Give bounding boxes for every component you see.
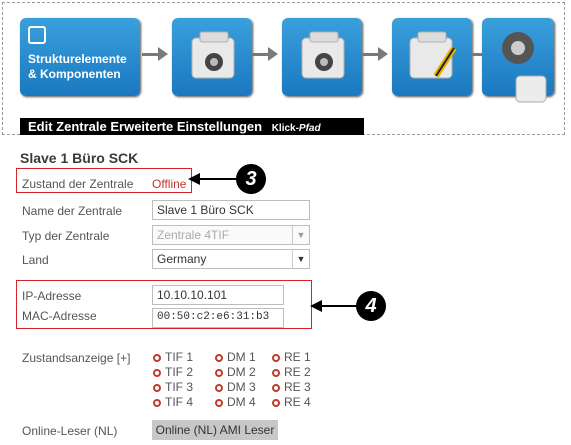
status-badge: Offline <box>152 177 187 191</box>
typ-select-value: Zentrale 4TIF <box>157 228 230 242</box>
highlight-box-network <box>16 280 312 329</box>
edit-device-icon <box>409 31 457 79</box>
status-ring-icon <box>272 369 280 377</box>
status-indicator: RE 4 <box>272 395 311 409</box>
banner-title: Edit Zentrale Erweiterte Einstellungen <box>28 119 263 134</box>
step-settings[interactable] <box>482 18 554 103</box>
step-device-gear[interactable] <box>172 18 252 96</box>
arrow-line <box>362 53 378 56</box>
step-strukturelemente[interactable]: Strukturelemente & Komponenten <box>20 18 140 96</box>
mac-input[interactable]: 00:50:c2:e6:31:b3 <box>152 308 284 328</box>
status-indicator-label: TIF 1 <box>165 350 194 364</box>
status-indicator-label: DM 2 <box>227 365 256 379</box>
land-label: Land <box>22 253 49 267</box>
chevron-down-icon: ▼ <box>292 250 309 268</box>
status-ring-icon <box>215 369 223 377</box>
arrow-line <box>252 53 268 56</box>
status-ring-icon <box>153 369 161 377</box>
gear-device-icon <box>191 31 235 79</box>
land-select-value: Germany <box>157 252 207 266</box>
status-ring-icon <box>153 354 161 362</box>
status-indicator-label: RE 3 <box>284 380 311 394</box>
status-indicator: TIF 3 <box>153 380 193 394</box>
status-indicator-label: RE 2 <box>284 365 311 379</box>
settings-gear-icon <box>502 32 547 103</box>
status-indicator-label: RE 4 <box>284 395 311 409</box>
status-indicator: RE 2 <box>272 365 311 379</box>
pointer-arrow-icon <box>310 300 358 312</box>
banner-subtitle: Klick-Pfad <box>271 123 321 134</box>
arrow-icon <box>378 47 388 61</box>
status-indicator-label: DM 4 <box>227 395 256 409</box>
step-label-line2: & Komponenten <box>28 67 121 81</box>
pointer-arrow-icon <box>188 173 238 185</box>
status-ring-icon <box>153 384 161 392</box>
online-leser-label: Online-Leser (NL) <box>22 424 118 438</box>
status-indicator-label: TIF 2 <box>165 365 194 379</box>
status-indicator: DM 1 <box>215 350 256 364</box>
status-indicator-label: TIF 4 <box>165 395 194 409</box>
status-ring-icon <box>272 354 280 362</box>
step-label-line1: Strukturelemente <box>28 52 127 66</box>
arrow-line <box>142 53 158 56</box>
arrow-line <box>472 53 488 56</box>
status-indicator: DM 3 <box>215 380 256 394</box>
callout-3: 3 <box>236 164 266 194</box>
status-indicator: RE 1 <box>272 350 311 364</box>
ip-label: IP-Adresse <box>22 289 82 303</box>
page-title: Slave 1 Büro SCK <box>20 150 139 166</box>
online-leser-button[interactable]: Online (NL) AMI Leser <box>152 420 278 440</box>
status-ring-icon <box>272 399 280 407</box>
chevron-down-icon: ▼ <box>292 226 309 244</box>
land-select[interactable]: Germany ▼ <box>152 249 310 269</box>
callout-4: 4 <box>356 291 386 321</box>
arrow-icon <box>158 47 168 61</box>
status-indicator-label: RE 1 <box>284 350 311 364</box>
klickpfad-banner: Edit Zentrale Erweiterte Einstellungen K… <box>20 118 364 135</box>
status-indicator: RE 3 <box>272 380 311 394</box>
status-indicator: TIF 2 <box>153 365 193 379</box>
status-ring-icon <box>215 399 223 407</box>
status-ring-icon <box>153 399 161 407</box>
checkbox-icon <box>28 26 46 44</box>
ip-input[interactable]: 10.10.10.101 <box>152 285 284 305</box>
step-device-gear-2[interactable] <box>282 18 362 96</box>
typ-label: Typ der Zentrale <box>22 229 110 243</box>
zustand-label: Zustand der Zentrale <box>22 177 134 191</box>
step-device-edit[interactable] <box>392 18 472 96</box>
status-indicator: TIF 1 <box>153 350 193 364</box>
zustandsanzeige-label[interactable]: Zustandsanzeige [+] <box>22 351 131 365</box>
mac-label: MAC-Adresse <box>22 309 97 323</box>
gear-device-icon <box>301 31 345 79</box>
status-ring-icon <box>215 354 223 362</box>
status-indicator-label: DM 1 <box>227 350 256 364</box>
status-indicator: DM 4 <box>215 395 256 409</box>
status-indicator: DM 2 <box>215 365 256 379</box>
status-ring-icon <box>272 384 280 392</box>
name-input[interactable]: Slave 1 Büro SCK <box>152 200 310 220</box>
status-indicator: TIF 4 <box>153 395 193 409</box>
status-ring-icon <box>215 384 223 392</box>
name-label: Name der Zentrale <box>22 204 123 218</box>
status-indicator-label: TIF 3 <box>165 380 194 394</box>
arrow-icon <box>268 47 278 61</box>
typ-select[interactable]: Zentrale 4TIF ▼ <box>152 225 310 245</box>
status-indicator-label: DM 3 <box>227 380 256 394</box>
